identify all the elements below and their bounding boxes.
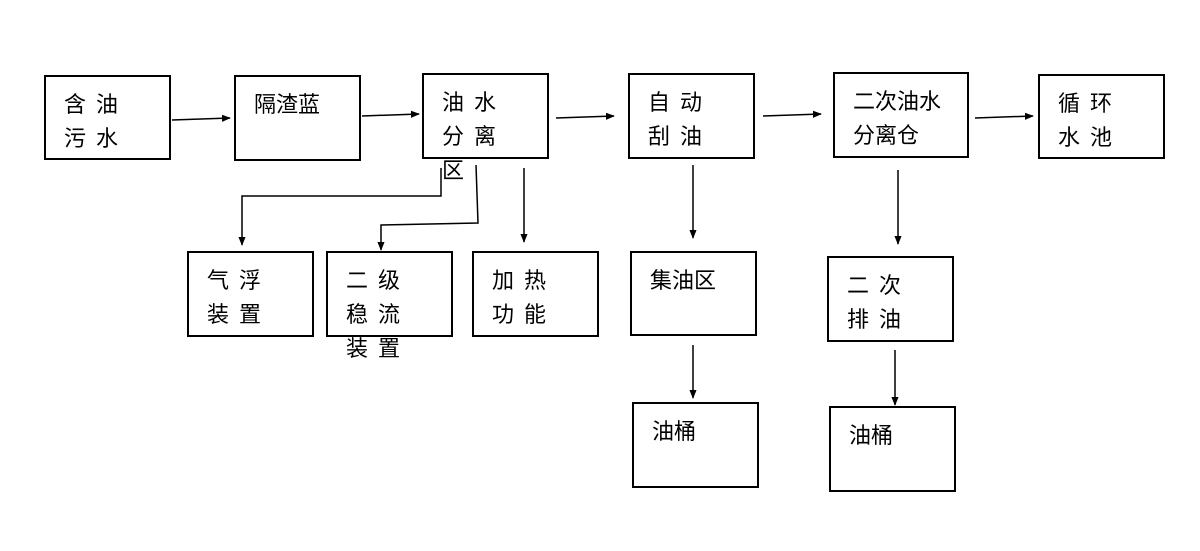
node-secondary-flow-stabilizer: 二级稳流装置 xyxy=(326,251,453,362)
node-secondary-oil-discharge: 二次排油 xyxy=(827,256,954,342)
node-secondary-separation-tank: 二次油水分离仓 xyxy=(833,72,969,158)
node-slag-basket: 隔渣蓝 xyxy=(234,75,361,161)
arrow-secondary-tank-to-pool xyxy=(974,112,1034,120)
node-label: 隔渣蓝 xyxy=(254,93,321,118)
arrow-separation-to-scraper xyxy=(555,112,615,120)
node-label: 油桶 xyxy=(652,420,697,445)
arrow-basket-to-separation xyxy=(361,110,420,118)
arrow-scraper-to-secondary-tank xyxy=(762,110,822,118)
node-label: 循环水池 xyxy=(1058,92,1123,151)
node-auto-scraper: 自动刮油 xyxy=(628,73,755,159)
node-label: 油桶 xyxy=(849,424,894,449)
node-label: 二级稳流装置 xyxy=(346,269,411,362)
node-circulation-pool: 循环水池 xyxy=(1038,74,1165,159)
arrow-to-flow-stabilizer xyxy=(377,164,479,251)
node-label: 二次油水分离仓 xyxy=(853,90,942,149)
node-oil-water-separation-zone: 油水分离区 xyxy=(422,73,549,184)
arrow-to-air-flotation xyxy=(238,168,442,246)
node-label: 集油区 xyxy=(650,269,717,294)
node-oily-wastewater: 含油污水 xyxy=(44,75,171,160)
node-label: 自动刮油 xyxy=(648,91,713,150)
node-air-flotation: 气浮装置 xyxy=(187,251,314,337)
arrow-wastewater-to-basket xyxy=(171,114,231,122)
node-heating-function: 加热功能 xyxy=(472,251,599,337)
node-label: 含油污水 xyxy=(64,93,129,152)
node-oil-collection-zone: 集油区 xyxy=(630,251,757,336)
node-oil-bucket-2: 油桶 xyxy=(829,406,956,492)
node-label: 油水分离区 xyxy=(442,91,507,184)
node-oil-bucket-1: 油桶 xyxy=(632,402,759,488)
node-label: 二次排油 xyxy=(847,274,912,333)
node-label: 加热功能 xyxy=(492,269,557,328)
node-label: 气浮装置 xyxy=(207,269,272,328)
